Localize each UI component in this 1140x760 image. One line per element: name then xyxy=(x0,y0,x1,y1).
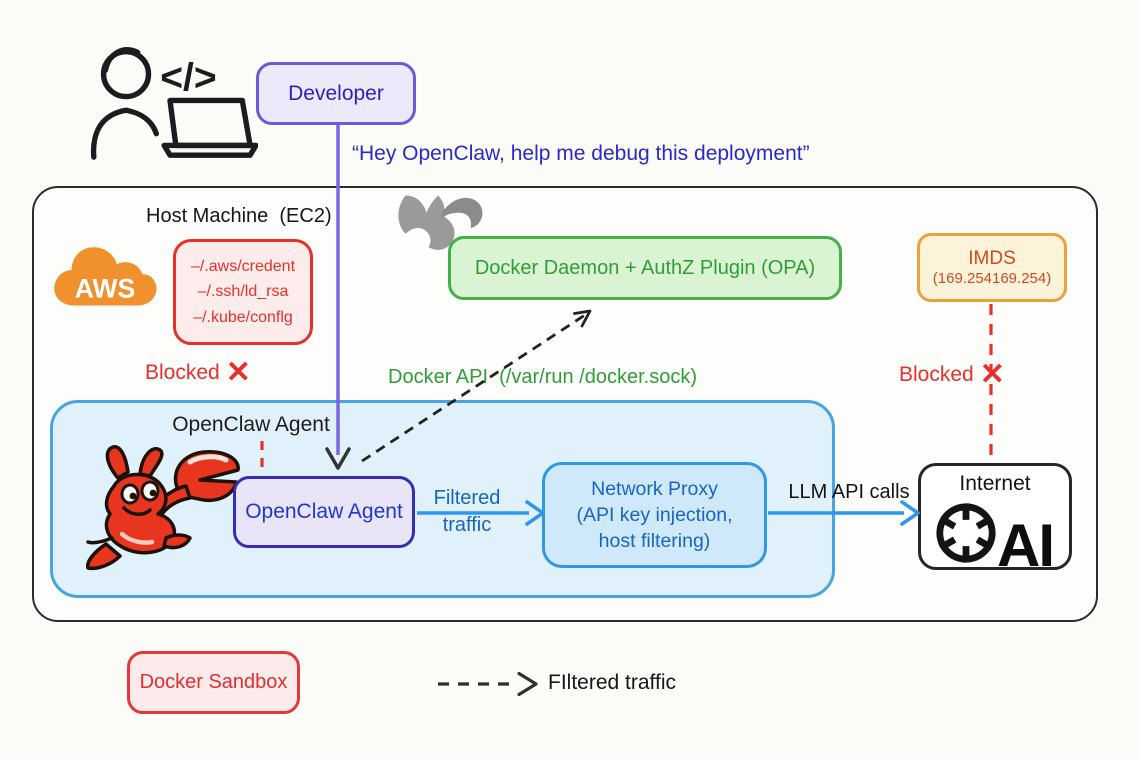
developer-icon: </> xyxy=(90,47,258,160)
network-proxy-box: Network Proxy (API key injection, host f… xyxy=(542,462,767,568)
aws-logo-text: AWS xyxy=(75,274,135,304)
blocked-x-icon: ✕ xyxy=(225,356,251,389)
openclaw-agent-box: OpenClaw Agent xyxy=(233,476,415,548)
developer-label: Developer xyxy=(288,81,384,105)
credential-line: –/.ssh/ld_rsa xyxy=(197,283,289,301)
imds-address: (169.254169.254) xyxy=(932,270,1052,287)
developer-quote: “Hey OpenClaw, help me debug this deploy… xyxy=(352,142,810,165)
filtered-traffic-label: Filtered traffic xyxy=(433,487,501,536)
blocked-imds-label: Blocked ✕ xyxy=(899,360,1005,390)
lobster-icon xyxy=(85,445,240,571)
credentials-box: –/.aws/credent –/.ssh/ld_rsa –/.kube/con… xyxy=(173,239,313,345)
ai-label: AI xyxy=(997,512,1055,579)
code-icon: </> xyxy=(160,57,216,100)
aws-cloud-icon: AWS xyxy=(54,247,157,306)
openai-logo-icon xyxy=(936,503,996,563)
legend-dashed-arrow-label: FIltered traffic xyxy=(548,671,676,694)
wrench-icon xyxy=(398,195,483,250)
credential-line: –/.kube/conflg xyxy=(193,308,293,326)
openclaw-agent-label: OpenClaw Agent xyxy=(245,500,403,523)
imds-title: IMDS xyxy=(968,248,1016,269)
blocked-x-icon: ✕ xyxy=(979,358,1005,391)
docker-api-label: Docker API (/var/run /docker.sock) xyxy=(388,366,697,388)
internet-label: Internet xyxy=(959,472,1031,495)
developer-box: Developer xyxy=(256,62,416,125)
sandbox-title: OpenClaw Agent xyxy=(172,413,330,436)
host-machine-label: Host Machine (EC2) xyxy=(146,205,332,227)
credential-line: –/.aws/credent xyxy=(190,257,296,275)
blocked-text: Blocked xyxy=(145,361,220,384)
legend-dashed-arrow xyxy=(438,671,538,697)
docker-daemon-label: Docker Daemon + AuthZ Plugin (OPA) xyxy=(474,256,816,279)
legend-docker-sandbox: Docker Sandbox xyxy=(127,651,300,714)
blocked-credentials-label: Blocked ✕ xyxy=(145,358,251,388)
imds-box: IMDS (169.254169.254) xyxy=(917,233,1067,302)
blocked-text: Blocked xyxy=(899,363,974,386)
docker-daemon-box: Docker Daemon + AuthZ Plugin (OPA) xyxy=(448,236,842,300)
llm-api-calls-label: LLM API calls xyxy=(788,481,910,503)
